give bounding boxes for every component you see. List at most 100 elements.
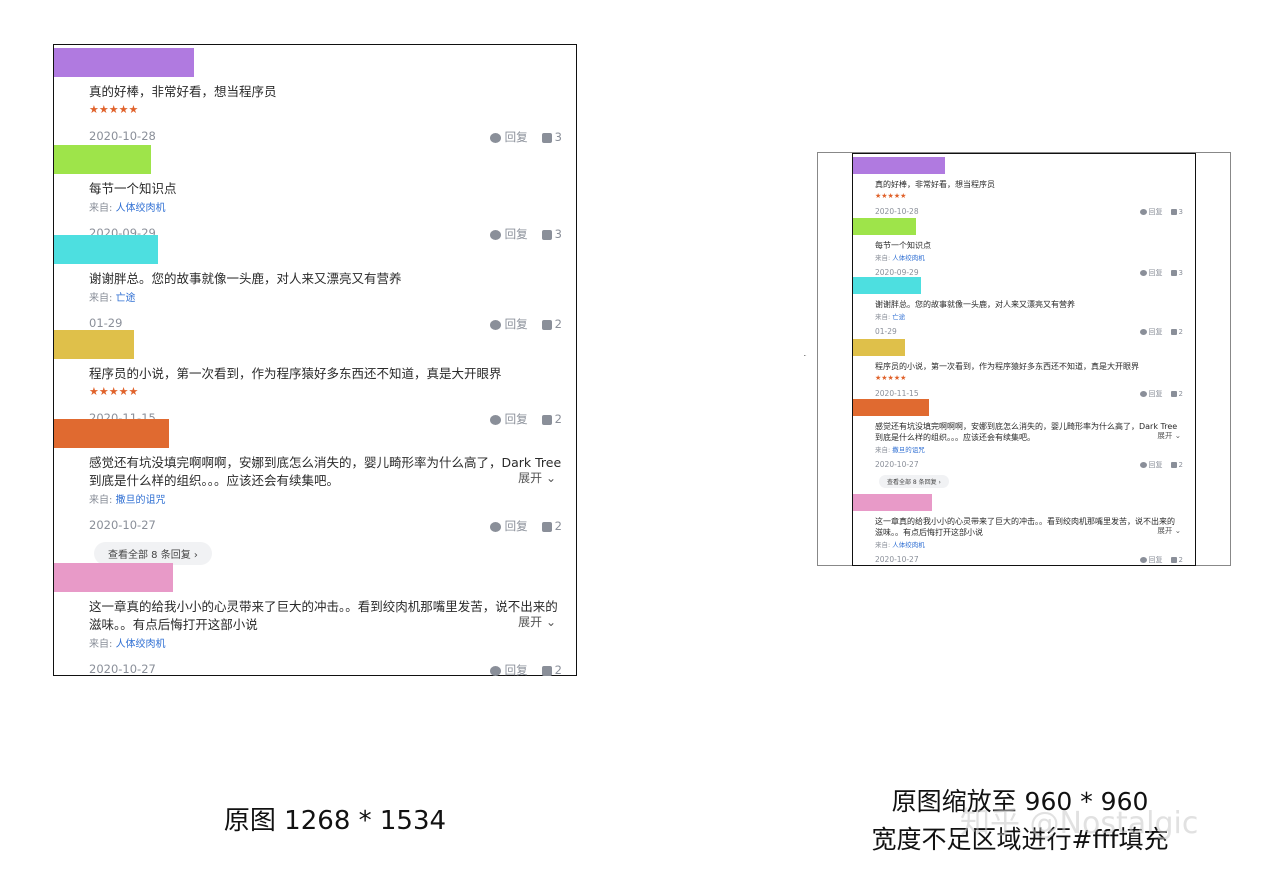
expand-button[interactable]: 展开 ⌄	[1157, 526, 1181, 536]
like-button[interactable]: 2	[541, 519, 562, 533]
caption-original: 原图 1268 * 1534	[223, 806, 447, 836]
reply-label: 回复	[504, 317, 528, 331]
like-button[interactable]: 2	[541, 663, 562, 677]
comment-date: 01-29	[875, 327, 897, 336]
view-all-replies-button[interactable]: 查看全部 8 条回复 ›	[94, 542, 212, 566]
like-count: 3	[1178, 269, 1183, 277]
like-count: 3	[554, 227, 562, 241]
like-button[interactable]: 2	[1170, 556, 1183, 564]
reply-button[interactable]: 回复	[489, 518, 528, 534]
expand-button[interactable]: 展开 ⌄	[1157, 431, 1181, 441]
comment-actions: 回复 2	[1139, 327, 1183, 337]
comment-text-line: 谢谢胖总。您的故事就像一头鹿，对人来又漂亮又有营养	[875, 300, 1075, 309]
like-count: 2	[554, 663, 562, 677]
comment-text-line: 这一章真的给我小小的心灵带来了巨大的冲击。。看到绞肉机那嘴里发苦，说不出来的	[875, 517, 1175, 526]
expand-button[interactable]: 展开 ⌄	[518, 471, 556, 486]
comment-actions: 回复 2	[489, 518, 562, 534]
comment-text: 真的好棒，非常好看，想当程序员	[875, 179, 995, 190]
reply-button[interactable]: 回复	[1139, 327, 1163, 337]
caption-resized-line2: 宽度不足区域进行#fff填充	[871, 825, 1169, 854]
comment-text: 感觉还有坑没填完啊啊啊，安娜到底怎么消失的，婴儿畸形率为什么高了，Dark Tr…	[875, 421, 1177, 443]
like-count: 2	[1178, 390, 1183, 398]
source-link[interactable]: 亡途	[892, 313, 906, 321]
like-button[interactable]: 3	[541, 130, 562, 144]
reply-button[interactable]: 回复	[1139, 555, 1163, 565]
comment-bubble-icon	[489, 132, 501, 143]
reply-button[interactable]: 回复	[489, 411, 528, 427]
like-button[interactable]: 2	[1170, 461, 1183, 469]
reply-button[interactable]: 回复	[1139, 268, 1163, 278]
like-button[interactable]: 3	[1170, 208, 1183, 216]
like-button[interactable]: 2	[1170, 390, 1183, 398]
comment-text: 真的好棒，非常好看，想当程序员	[89, 83, 277, 101]
comment-text-line: 这一章真的给我小小的心灵带来了巨大的冲击。。看到绞肉机那嘴里发苦，说不出来的	[89, 599, 558, 614]
comment-text-line: 到底是什么样的组织。。。应该还会有续集吧。	[875, 433, 1035, 442]
comment-bubble-icon	[1139, 329, 1147, 335]
source-link[interactable]: 人体绞肉机	[115, 203, 166, 214]
reply-button[interactable]: 回复	[1139, 389, 1163, 399]
redacted-username-bar	[54, 235, 158, 264]
reply-button[interactable]: 回复	[1139, 207, 1163, 217]
comment-text-line: 滋味。。有点后悔打开这部小说	[875, 528, 983, 537]
redacted-username-bar	[54, 145, 151, 174]
comment-actions: 回复 3	[489, 226, 562, 242]
like-count: 2	[554, 317, 562, 331]
comment-source: 来自: 亡途	[89, 289, 136, 304]
thumbs-up-icon	[541, 319, 552, 330]
comment-text: 每节一个知识点	[875, 240, 931, 251]
comment-bubble-icon	[1139, 557, 1147, 563]
comment-bubble-icon	[1139, 391, 1147, 397]
reply-button[interactable]: 回复	[1139, 460, 1163, 470]
comment-text: 感觉还有坑没填完啊啊啊，安娜到底怎么消失的，婴儿畸形率为什么高了，Dark Tr…	[89, 454, 561, 490]
comment-text-line: 真的好棒，非常好看，想当程序员	[89, 84, 277, 99]
comment-text: 谢谢胖总。您的故事就像一头鹿，对人来又漂亮又有营养	[875, 299, 1075, 310]
caption-resized: 原图缩放至 960 * 960 宽度不足区域进行#fff填充	[840, 783, 1200, 859]
redacted-username-bar	[853, 277, 921, 294]
like-button[interactable]: 2	[541, 317, 562, 331]
comment-date: 2020-10-28	[89, 129, 156, 143]
reply-button[interactable]: 回复	[489, 129, 528, 145]
like-button[interactable]: 3	[1170, 269, 1183, 277]
comment-text: 程序员的小说，第一次看到，作为程序猿好多东西还不知道，真是大开眼界	[875, 361, 1139, 372]
comment-source: 来自: 人体绞肉机	[89, 635, 166, 650]
redacted-username-bar	[853, 157, 945, 174]
view-all-replies-button[interactable]: 查看全部 8 条回复 ›	[879, 474, 949, 488]
comment-text-line: 感觉还有坑没填完啊啊啊，安娜到底怎么消失的，婴儿畸形率为什么高了，Dark Tr…	[89, 455, 562, 470]
source-link[interactable]: 人体绞肉机	[115, 639, 166, 650]
comment-text-line: 程序员的小说，第一次看到，作为程序猿好多东西还不知道，真是大开眼界	[875, 362, 1139, 371]
thumbs-up-icon	[1170, 270, 1177, 276]
like-count: 3	[554, 130, 562, 144]
source-label: 来自:	[875, 254, 893, 262]
reply-button[interactable]: 回复	[489, 662, 528, 678]
reply-label: 回复	[1148, 208, 1163, 216]
reply-label: 回复	[504, 412, 528, 426]
source-label: 来自:	[875, 541, 893, 549]
expand-button[interactable]: 展开 ⌄	[518, 615, 556, 630]
rating-stars: ★★★★★	[89, 385, 139, 398]
comment-text: 这一章真的给我小小的心灵带来了巨大的冲击。。看到绞肉机那嘴里发苦，说不出来的滋味…	[875, 516, 1175, 538]
thumbs-up-icon	[1170, 557, 1177, 563]
like-button[interactable]: 2	[1170, 328, 1183, 336]
comment-date: 2020-10-27	[89, 662, 156, 676]
source-link[interactable]: 人体绞肉机	[892, 254, 925, 262]
reply-button[interactable]: 回复	[489, 316, 528, 332]
like-count: 2	[1178, 328, 1183, 336]
source-label: 来自:	[89, 495, 116, 506]
source-link[interactable]: 人体绞肉机	[892, 541, 925, 549]
comment-date: 2020-11-15	[875, 389, 919, 398]
comment-text-line: 感觉还有坑没填完啊啊啊，安娜到底怎么消失的，婴儿畸形率为什么高了，Dark Tr…	[875, 422, 1178, 431]
thumbs-up-icon	[1170, 391, 1177, 397]
comment-bubble-icon	[1139, 462, 1147, 468]
like-button[interactable]: 3	[541, 227, 562, 241]
comment-actions: 回复 2	[489, 662, 562, 678]
reply-label: 回复	[1148, 269, 1163, 277]
source-link[interactable]: 撒旦的诅咒	[892, 446, 925, 454]
like-button[interactable]: 2	[541, 412, 562, 426]
thumbs-up-icon	[1170, 462, 1177, 468]
comment-source: 来自: 人体绞肉机	[875, 539, 925, 549]
comment-actions: 回复 2	[1139, 555, 1183, 565]
source-link[interactable]: 撒旦的诅咒	[115, 495, 166, 506]
source-link[interactable]: 亡途	[115, 293, 136, 304]
reply-button[interactable]: 回复	[489, 226, 528, 242]
